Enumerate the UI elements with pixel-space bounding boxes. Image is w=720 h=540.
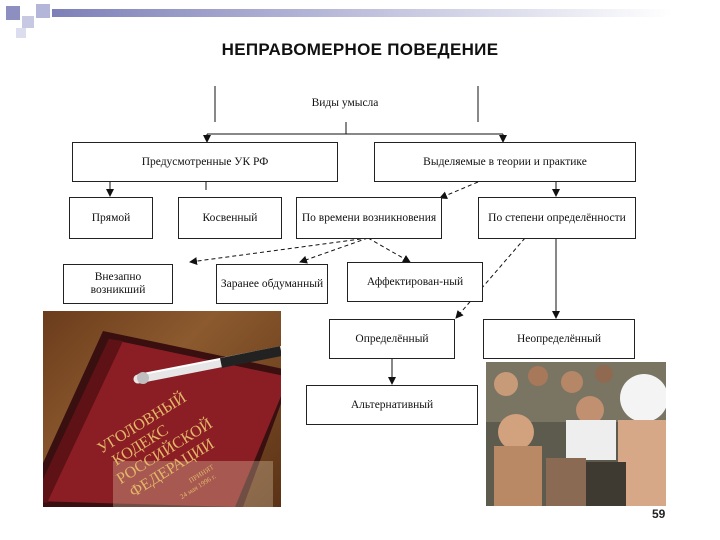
corner-square-1 [6, 6, 20, 20]
corner-square-3 [36, 4, 50, 18]
crowd-photo [486, 362, 666, 506]
box-alternative: Альтернативный [306, 385, 478, 425]
box-indefinite: Неопределённый [483, 319, 635, 359]
box-by-time: По времени возникновения [296, 197, 442, 239]
box-definite: Определённый [329, 319, 455, 359]
slide-title: НЕПРАВОМЕРНОЕ ПОВЕДЕНИЕ [221, 40, 499, 59]
box-sudden: Внезапно возникший [63, 264, 173, 304]
box-by-degree: По степени определённости [478, 197, 636, 239]
corner-square-4 [16, 28, 26, 38]
box-theory-practice: Выделяемые в теории и практике [374, 142, 636, 182]
box-direct: Прямой [69, 197, 153, 239]
criminal-code-book-photo: УГОЛОВНЫЙ КОДЕКС РОССИЙСКОЙ ФЕДЕРАЦИИ ПР… [43, 311, 281, 507]
box-premeditated: Заранее обдуманный [216, 264, 328, 304]
header-gradient-bar [52, 9, 672, 17]
box-criminal-code: Предусмотренные УК РФ [72, 142, 338, 182]
box-root-intent-types: Виды умысла [250, 92, 440, 114]
box-affect: Аффектирован-ный [347, 262, 483, 302]
box-indirect: Косвенный [178, 197, 282, 239]
page-number: 59 [652, 507, 666, 521]
corner-square-2 [22, 16, 34, 28]
